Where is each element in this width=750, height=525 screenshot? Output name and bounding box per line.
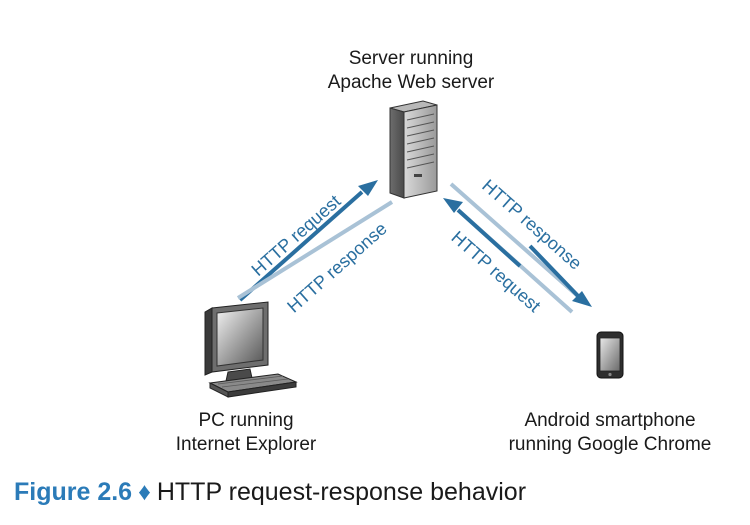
- phone-request-label: HTTP request: [448, 227, 545, 316]
- phone-response-arrow: [449, 182, 592, 307]
- phone-node: Android smartphone running Google Chrome: [509, 331, 712, 455]
- pc-label-line1: PC running: [198, 410, 293, 431]
- phone-label-line1: Android smartphone: [524, 410, 695, 431]
- phone-request-arrow: [443, 198, 574, 314]
- server-label-line2: Apache Web server: [328, 72, 495, 93]
- server-label-line1: Server running: [349, 48, 474, 69]
- server-node: Server running Apache Web server: [328, 48, 495, 199]
- server-icon: [389, 100, 438, 199]
- keyboard-icon: [208, 373, 298, 398]
- phone-label-line2: running Google Chrome: [509, 434, 712, 455]
- figure-number: Figure 2.6: [14, 478, 133, 506]
- pc-response-arrow: [236, 200, 394, 300]
- figure-separator: ♦: [138, 478, 151, 506]
- figure-caption: Figure 2.6♦HTTP request-response behavio…: [14, 478, 526, 507]
- pc-node: PC running Internet Explorer: [176, 301, 317, 455]
- smartphone-icon: [596, 331, 624, 379]
- pc-monitor-icon: [204, 301, 269, 382]
- figure-title: HTTP request-response behavior: [156, 478, 527, 506]
- pc-label-line2: Internet Explorer: [176, 434, 317, 455]
